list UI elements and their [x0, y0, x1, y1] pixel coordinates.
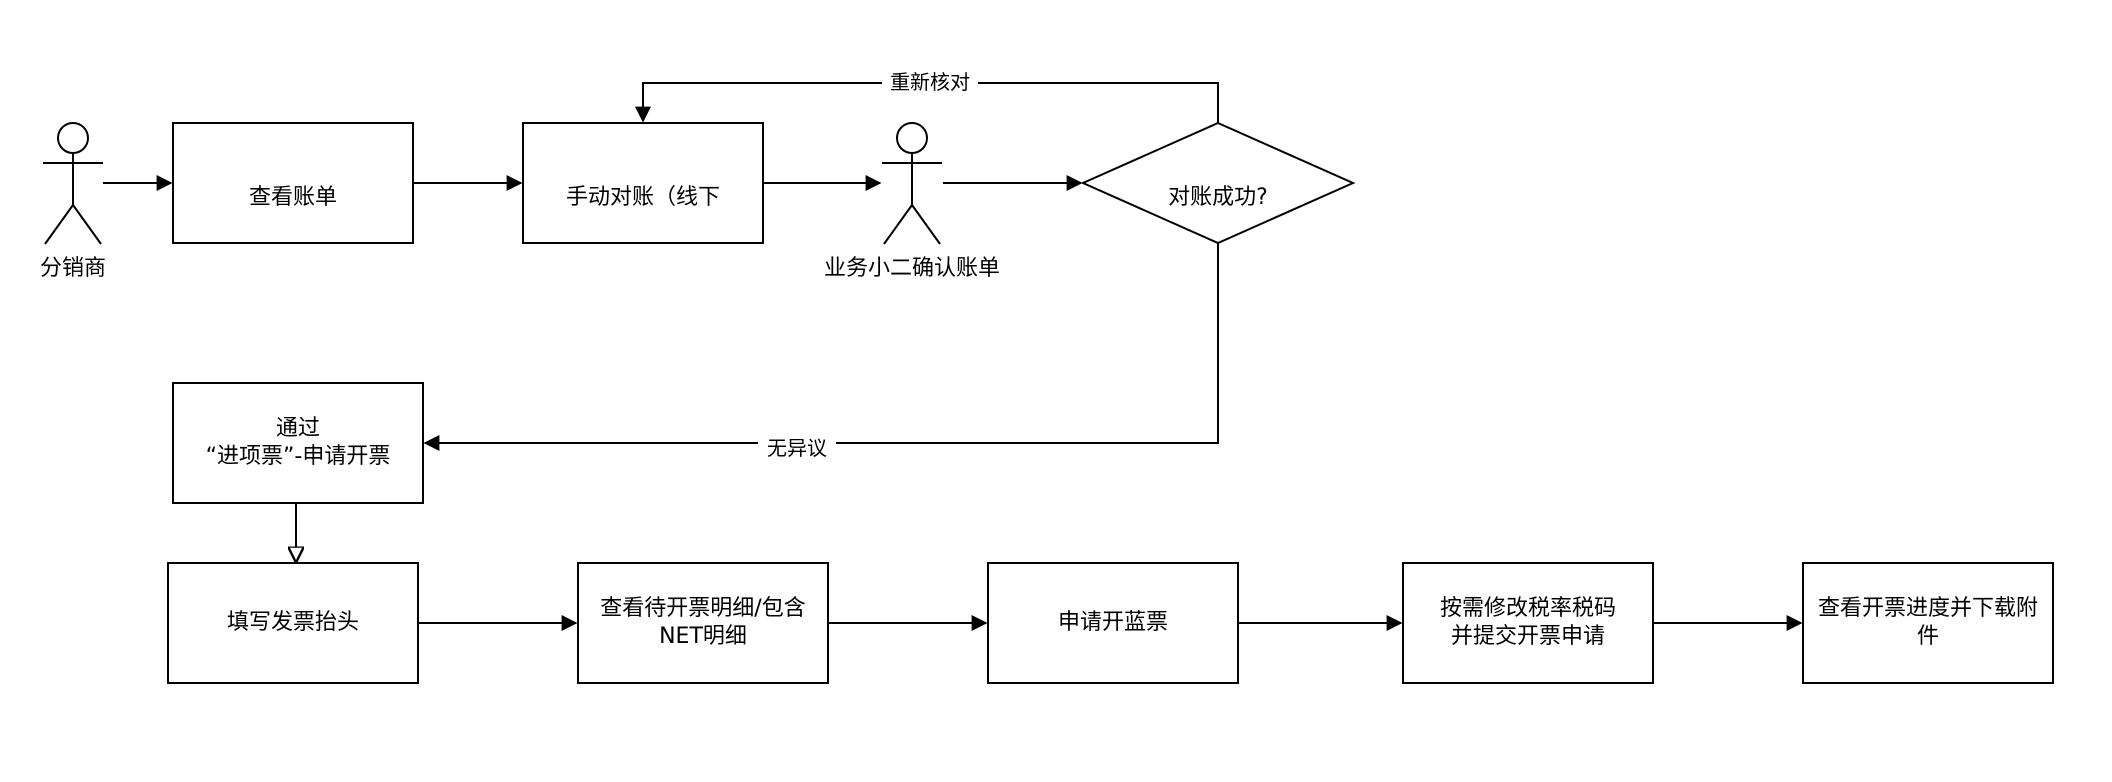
actor-staff-label: 业务小二确认账单 [823, 256, 1000, 281]
edge-no-objection-label: 无异议 [758, 436, 836, 460]
node-decision-label: 对账成功? [1168, 185, 1268, 210]
node-view-progress-box [1802, 562, 2054, 684]
node-fill-header-box [167, 562, 419, 684]
edge-no-objection [423, 243, 1219, 451]
actor-staff-figure [882, 122, 942, 245]
node-view-progress-label: 查看开票进度并下载附 件 [1817, 596, 2038, 649]
node-view-details-label: 查看待开票明细/包含 NET明细 [600, 596, 806, 649]
node-modify-tax-box [1402, 562, 1654, 684]
node-apply-blue-box [987, 562, 1239, 684]
actor-distributor-label: 分销商 [39, 256, 106, 281]
edge-recheck-label: 重新核对 [882, 70, 978, 94]
node-apply-blue-label: 申请开蓝票 [1057, 610, 1168, 635]
node-pass-apply-box [172, 382, 424, 504]
node-modify-tax-label: 按需修改税率税码 并提交开票申请 [1439, 596, 1616, 649]
node-view-bill-label: 查看账单 [248, 185, 337, 210]
node-fill-header-label: 填写发票抬头 [226, 610, 359, 635]
node-view-details-box [577, 562, 829, 684]
actor-distributor-figure [43, 122, 103, 245]
node-manual-reconcile-label: 手动对账（线下 [565, 185, 720, 210]
node-pass-apply-label: 通过 “进项票”-申请开票 [205, 416, 391, 469]
